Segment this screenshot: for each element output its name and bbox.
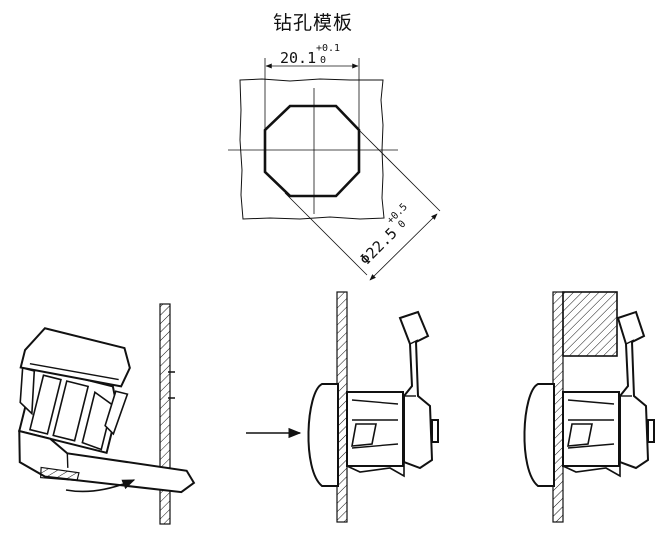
lock-nut-2 xyxy=(431,419,439,443)
step-3-lock-installed xyxy=(523,291,655,523)
drill-template xyxy=(228,58,441,281)
rotation-arrow xyxy=(65,479,136,493)
lock-nut-3 xyxy=(647,419,655,443)
panel-section-1 xyxy=(159,303,171,525)
dia-extension-lower xyxy=(284,192,368,276)
width-value: 20.1 xyxy=(280,49,316,67)
lock-bezel-2 xyxy=(307,383,339,487)
drill-template-title: 钻孔模板 xyxy=(272,12,353,34)
dia-dimension-line xyxy=(369,213,438,281)
diameter-tolerance-lower: 0 xyxy=(396,219,408,231)
width-tolerance-lower: 0 xyxy=(320,55,326,66)
width-tolerance-upper: +0.1 xyxy=(316,43,340,54)
cabinet-frame xyxy=(562,291,618,357)
octagon-hole xyxy=(263,104,361,198)
template-panel-outline xyxy=(239,78,385,220)
lock-cam-3 xyxy=(616,310,650,470)
lock-cam-2 xyxy=(398,310,434,470)
diameter-value: Φ22.5 xyxy=(356,224,401,269)
lock-cap-1 xyxy=(19,327,131,388)
dia-extension-upper xyxy=(357,128,441,212)
step-1-tilted-lock xyxy=(18,303,196,525)
lock-bezel-3 xyxy=(523,383,555,487)
step-2-lock-inserted xyxy=(246,291,439,523)
